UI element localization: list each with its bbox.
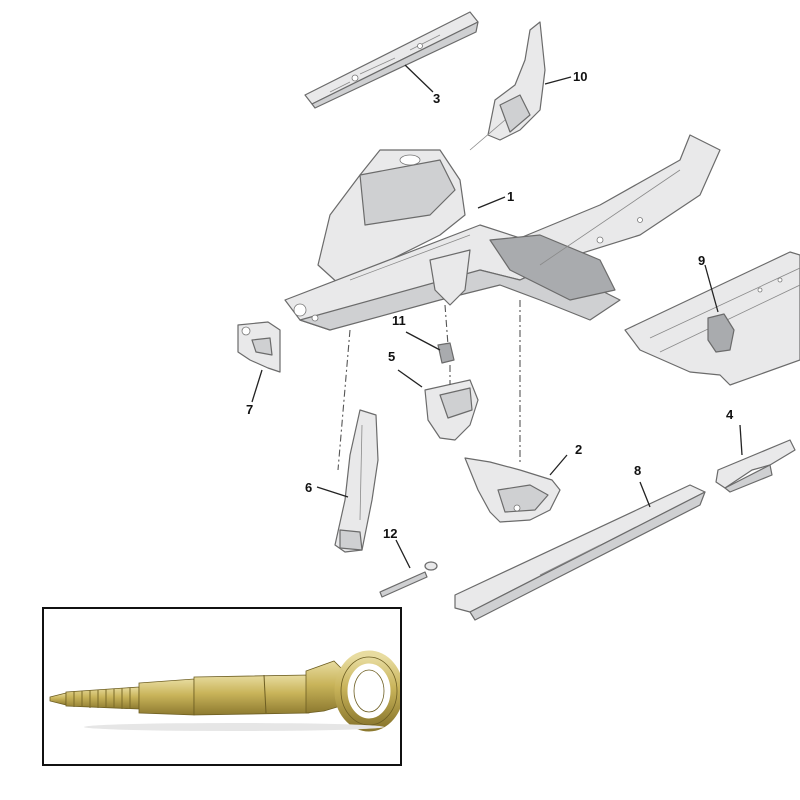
part-10-upper-bracket xyxy=(469,21,546,151)
part-6-lower-support xyxy=(334,409,379,553)
part-5-crash-bracket xyxy=(424,379,479,441)
callout-11: 11 xyxy=(392,313,406,328)
leader-lines xyxy=(251,64,743,569)
part-4-sill-bracket xyxy=(715,439,796,493)
callout-2: 2 xyxy=(575,442,583,457)
callout-7: 7 xyxy=(246,402,254,417)
part-9-side-panel xyxy=(624,251,800,386)
part-3-upper-rail xyxy=(304,11,479,109)
callout-3: 3 xyxy=(433,91,441,106)
part-11-fastener xyxy=(437,342,455,364)
callout-10: 10 xyxy=(573,69,588,84)
callout-1: 1 xyxy=(507,189,515,204)
callout-8: 8 xyxy=(634,463,642,478)
alignment-lines xyxy=(337,300,521,471)
callout-4: 4 xyxy=(726,407,734,422)
callout-5: 5 xyxy=(388,349,396,364)
part-7-bracket-plate xyxy=(237,321,281,373)
callout-9: 9 xyxy=(698,253,706,268)
part-2-arch-reinforcement xyxy=(464,457,561,523)
callout-12: 12 xyxy=(383,526,398,541)
tow-hook-inset xyxy=(42,607,404,766)
part-8-rocker-sill xyxy=(454,484,706,621)
part-1-front-structure xyxy=(284,134,721,331)
callout-6: 6 xyxy=(305,480,313,495)
tow-hook-photo xyxy=(49,650,404,732)
part-12-tow-hook xyxy=(379,561,438,598)
